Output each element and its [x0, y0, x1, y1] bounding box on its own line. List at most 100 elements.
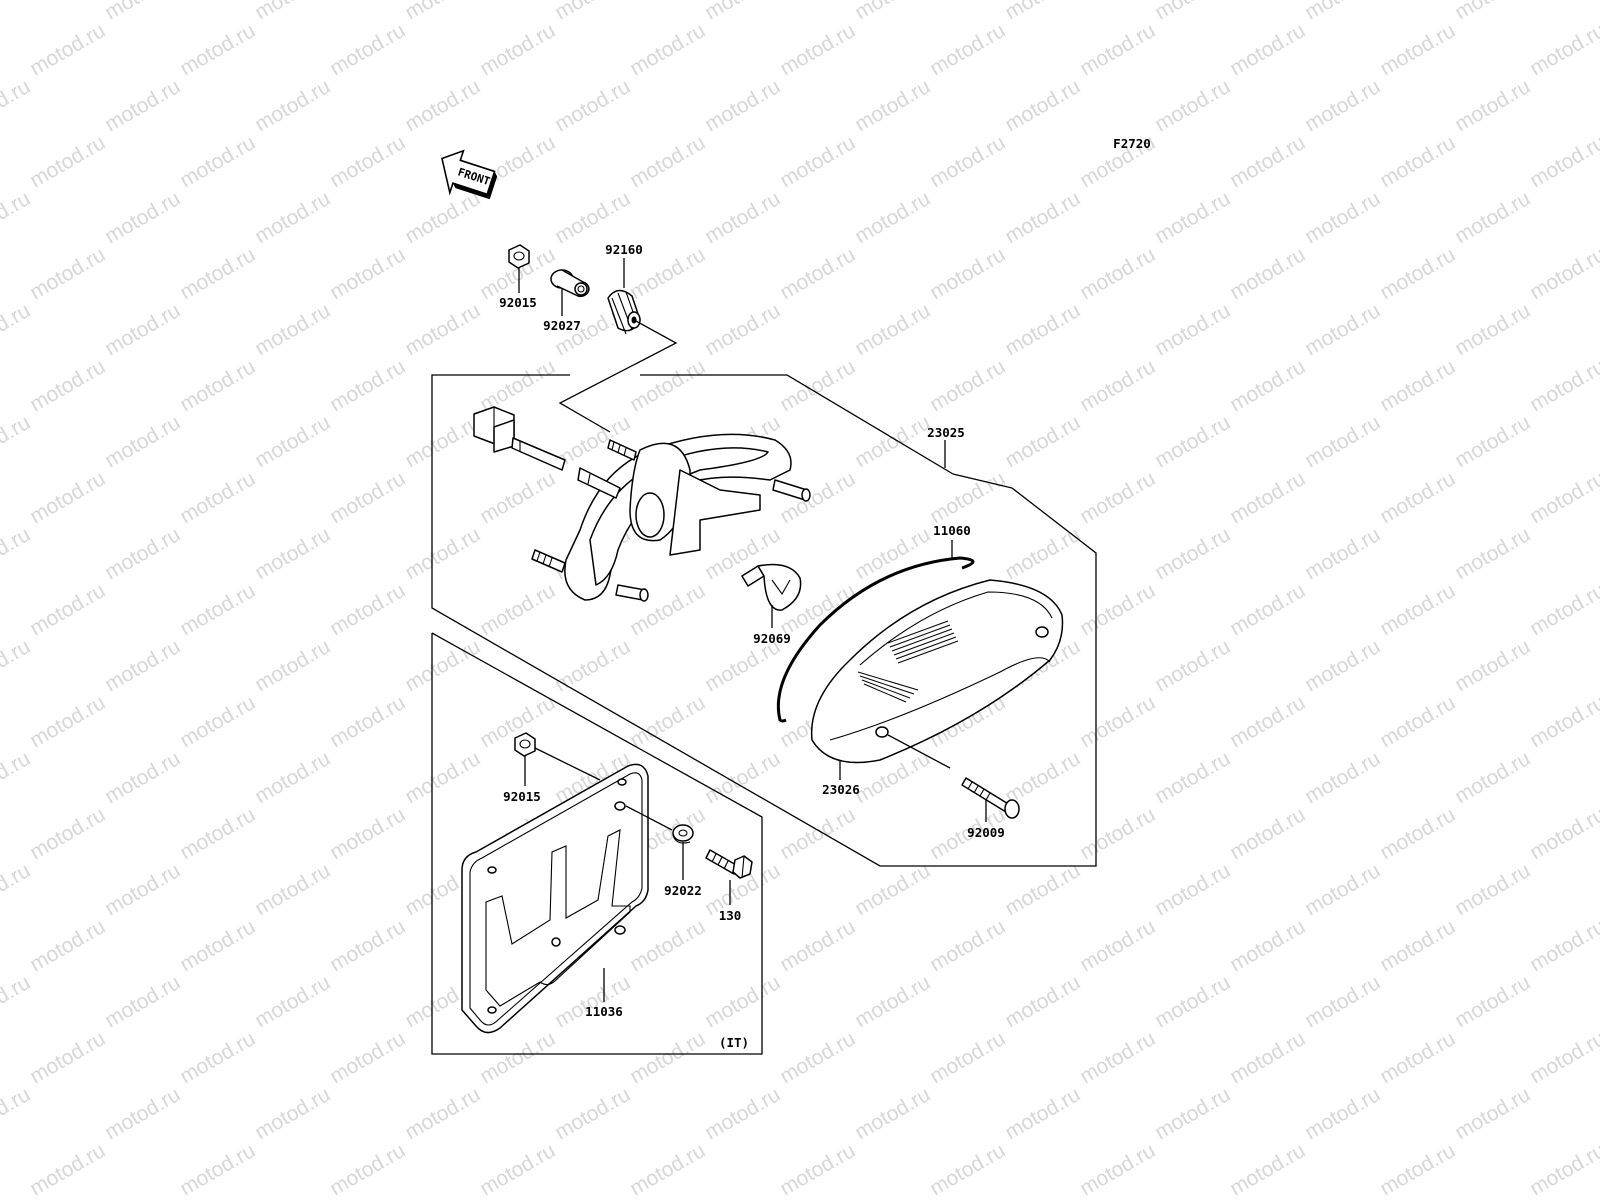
watermark-text: motod.ru: [0, 75, 34, 136]
license-bracket-frame: [431, 632, 763, 1055]
watermark-text: motod.ru: [401, 411, 484, 472]
watermark-text: motod.ru: [251, 0, 334, 24]
watermark-text: motod.ru: [776, 467, 859, 528]
watermark-text: motod.ru: [1226, 1139, 1309, 1200]
watermark-text: motod.ru: [1151, 411, 1234, 472]
watermark-text: motod.ru: [1526, 691, 1600, 752]
watermark-text: motod.ru: [776, 803, 859, 864]
watermark-text: motod.ru: [1151, 75, 1234, 136]
lens-ribs: [857, 620, 959, 703]
collar-92027: [550, 269, 590, 316]
watermark-text: motod.ru: [1151, 0, 1234, 24]
watermark-text: motod.ru: [1226, 243, 1309, 304]
watermark-text: motod.ru: [1451, 523, 1534, 584]
watermark-text: motod.ru: [1451, 299, 1534, 360]
callout-92009: 92009: [967, 825, 1005, 840]
watermark-text: motod.ru: [101, 411, 184, 472]
watermark-text: motod.ru: [1226, 579, 1309, 640]
watermark-text: motod.ru: [926, 467, 1009, 528]
watermark-text: motod.ru: [326, 467, 409, 528]
nut-92015-plate: [514, 732, 601, 786]
watermark-text: motod.ru: [26, 579, 109, 640]
watermark-text: motod.ru: [1526, 579, 1600, 640]
watermark-text: motod.ru: [1301, 1083, 1384, 1144]
watermark-text: motod.ru: [1526, 1139, 1600, 1200]
watermark-text: motod.ru: [26, 467, 109, 528]
watermark-text: motod.ru: [1451, 971, 1534, 1032]
watermark-text: motod.ru: [326, 131, 409, 192]
watermark-text: motod.ru: [701, 187, 784, 248]
watermark-text: motod.ru: [1076, 915, 1159, 976]
callout-92022: 92022: [664, 883, 702, 898]
watermark-text: motod.ru: [1151, 635, 1234, 696]
watermark-text: motod.ru: [251, 747, 334, 808]
watermark-text: motod.ru: [1301, 187, 1384, 248]
watermark-text: motod.ru: [1526, 467, 1600, 528]
watermark-text: motod.ru: [401, 0, 484, 24]
watermark-text: motod.ru: [1526, 915, 1600, 976]
watermark-text: motod.ru: [1301, 971, 1384, 1032]
watermark-text: motod.ru: [26, 355, 109, 416]
watermark-text: motod.ru: [1076, 1027, 1159, 1088]
watermark-text: motod.ru: [1001, 75, 1084, 136]
watermark-text: motod.ru: [1526, 243, 1600, 304]
watermark-text: motod.ru: [1076, 691, 1159, 752]
watermark-text: motod.ru: [1001, 1083, 1084, 1144]
watermark-text: motod.ru: [1301, 299, 1384, 360]
watermark-text: motod.ru: [0, 523, 34, 584]
watermark-text: motod.ru: [1376, 19, 1459, 80]
callout-23026: 23026: [822, 782, 860, 797]
watermark-text: motod.ru: [251, 299, 334, 360]
bolt-130: [705, 849, 753, 905]
watermark-text: motod.ru: [0, 859, 34, 920]
watermark-text: motod.ru: [1376, 803, 1459, 864]
watermark-text: motod.ru: [101, 299, 184, 360]
watermark-text: motod.ru: [1226, 131, 1309, 192]
watermark-text: motod.ru: [701, 75, 784, 136]
watermark-text: motod.ru: [1301, 523, 1384, 584]
watermark-text: motod.ru: [1451, 0, 1534, 24]
gasket-11060: [776, 540, 975, 723]
watermark-text: motod.ru: [1301, 75, 1384, 136]
watermark-text: motod.ru: [101, 0, 184, 24]
watermark-text: motod.ru: [326, 1027, 409, 1088]
watermark-text: motod.ru: [176, 915, 259, 976]
watermark-text: motod.ru: [176, 803, 259, 864]
watermark-text: motod.ru: [1001, 299, 1084, 360]
watermark-text: motod.ru: [1151, 523, 1234, 584]
watermark-text: motod.ru: [1001, 187, 1084, 248]
watermark-text: motod.ru: [851, 1083, 934, 1144]
watermark-text: motod.ru: [551, 75, 634, 136]
watermark-text: motod.ru: [1151, 187, 1234, 248]
watermark-text: motod.ru: [1076, 1139, 1159, 1200]
watermark-text: motod.ru: [476, 19, 559, 80]
watermark-text: motod.ru: [101, 859, 184, 920]
watermark-text: motod.ru: [1376, 243, 1459, 304]
grommet-leader-line: [558, 319, 678, 433]
watermark-text: motod.ru: [926, 19, 1009, 80]
bulb-92069: [741, 563, 802, 628]
watermark-text: motod.ru: [1001, 971, 1084, 1032]
region-note: (IT): [719, 1035, 749, 1050]
watermark-text: motod.ru: [626, 915, 709, 976]
watermark-text: motod.ru: [776, 1027, 859, 1088]
watermark-text: motod.ru: [176, 19, 259, 80]
callout-130: 130: [719, 908, 742, 923]
watermark-text: motod.ru: [326, 19, 409, 80]
watermark-text: motod.ru: [1376, 691, 1459, 752]
watermark-text: motod.ru: [101, 635, 184, 696]
watermark-text: motod.ru: [1526, 19, 1600, 80]
watermark-text: motod.ru: [1151, 859, 1234, 920]
watermark-text: motod.ru: [1226, 467, 1309, 528]
watermark-text: motod.ru: [101, 523, 184, 584]
watermark-text: motod.ru: [1451, 635, 1534, 696]
watermark-text: motod.ru: [1301, 0, 1384, 24]
watermark-text: motod.ru: [26, 243, 109, 304]
watermark-text: motod.ru: [1451, 411, 1534, 472]
watermark-text: motod.ru: [251, 1083, 334, 1144]
watermark-text: motod.ru: [776, 131, 859, 192]
watermark-text: motod.ru: [101, 187, 184, 248]
callout-92160: 92160: [605, 242, 643, 257]
watermark-text: motod.ru: [26, 19, 109, 80]
